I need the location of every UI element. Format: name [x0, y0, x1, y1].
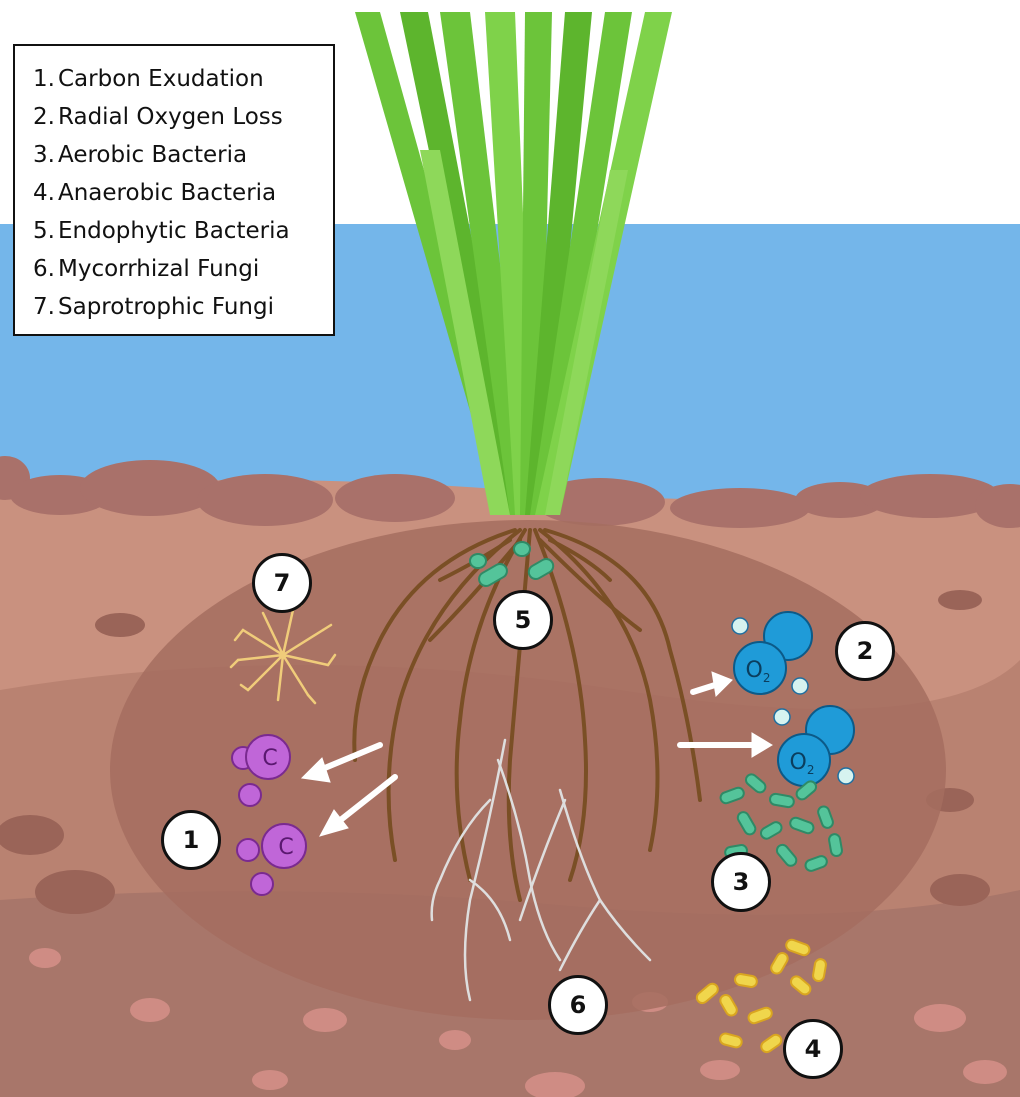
- legend-item: 4.Anaerobic Bacteria: [33, 174, 333, 212]
- legend-label: Mycorrhizal Fungi: [58, 250, 259, 288]
- carbon-symbol: C: [278, 835, 293, 860]
- legend-item: 3.Aerobic Bacteria: [33, 136, 333, 174]
- marker-saprotrophic-fungi: 7: [252, 553, 312, 613]
- legend-label: Endophytic Bacteria: [58, 212, 290, 250]
- legend: 1.Carbon Exudation 2.Radial Oxygen Loss …: [13, 44, 335, 336]
- marker-carbon-exudation: 1: [161, 810, 221, 870]
- legend-number: 6.: [33, 250, 58, 288]
- legend-number: 4.: [33, 174, 58, 212]
- marker-radial-oxygen-loss: 2: [835, 621, 895, 681]
- marker-aerobic-bacteria: 3: [711, 852, 771, 912]
- legend-number: 2.: [33, 98, 58, 136]
- legend-item: 5.Endophytic Bacteria: [33, 212, 333, 250]
- legend-label: Radial Oxygen Loss: [58, 98, 283, 136]
- legend-label: Carbon Exudation: [58, 60, 264, 98]
- legend-number: 3.: [33, 136, 58, 174]
- marker-mycorrhizal-fungi: 6: [548, 975, 608, 1035]
- legend-item: 1.Carbon Exudation: [33, 60, 333, 98]
- legend-item: 7.Saprotrophic Fungi: [33, 288, 333, 326]
- legend-label: Aerobic Bacteria: [58, 136, 247, 174]
- legend-item: 6.Mycorrhizal Fungi: [33, 250, 333, 288]
- legend-number: 5.: [33, 212, 58, 250]
- legend-number: 1.: [33, 60, 58, 98]
- carbon-symbol: C: [262, 746, 277, 771]
- legend-label: Saprotrophic Fungi: [58, 288, 274, 326]
- legend-label: Anaerobic Bacteria: [58, 174, 276, 212]
- marker-anaerobic-bacteria: 4: [783, 1019, 843, 1079]
- marker-endophytic-bacteria: 5: [493, 590, 553, 650]
- legend-item: 2.Radial Oxygen Loss: [33, 98, 333, 136]
- legend-number: 7.: [33, 288, 58, 326]
